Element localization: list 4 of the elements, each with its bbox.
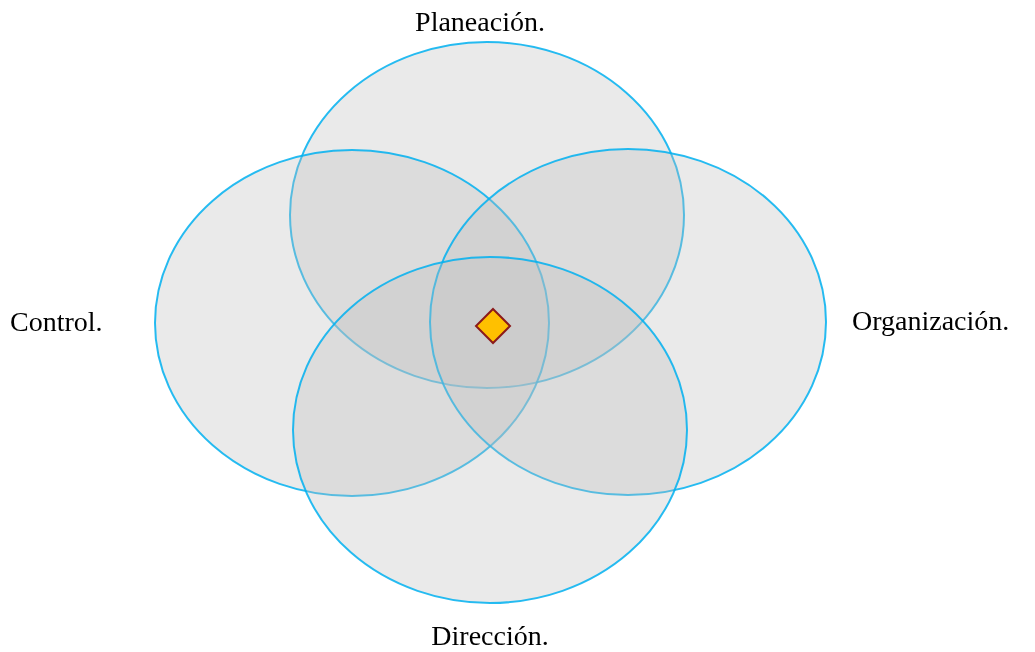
ellipse-label: Organización.	[852, 307, 1010, 335]
ellipse-label: Dirección.	[431, 622, 549, 650]
ellipse-label: Control.	[10, 308, 103, 336]
ellipse-label: Planeación.	[415, 8, 545, 36]
